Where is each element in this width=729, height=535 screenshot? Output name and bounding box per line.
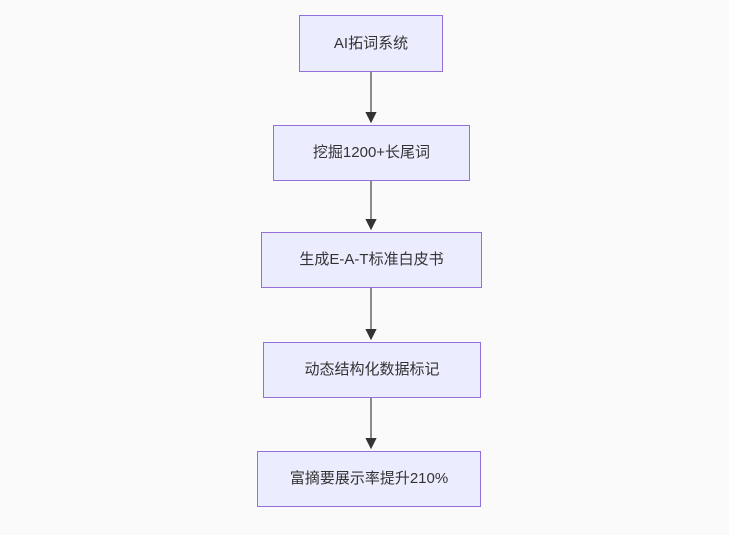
flow-node-label: AI拓词系统 [333, 34, 409, 52]
flow-node-label: 挖掘1200+长尾词 [312, 144, 431, 161]
flow-node-ai-word-system: AI拓词系统 [299, 15, 443, 72]
flow-node-structured-data: 动态结构化数据标记 [263, 342, 481, 398]
flow-node-label: 富摘要展示率提升210% [289, 470, 449, 487]
flow-node-rich-snippet-result: 富摘要展示率提升210% [257, 451, 481, 507]
flow-node-label: 动态结构化数据标记 [304, 361, 440, 378]
flow-node-longtail-mining: 挖掘1200+长尾词 [273, 125, 470, 181]
flow-node-eat-whitepaper: 生成E-A-T标准白皮书 [261, 232, 482, 288]
flow-node-label: 生成E-A-T标准白皮书 [299, 251, 444, 268]
